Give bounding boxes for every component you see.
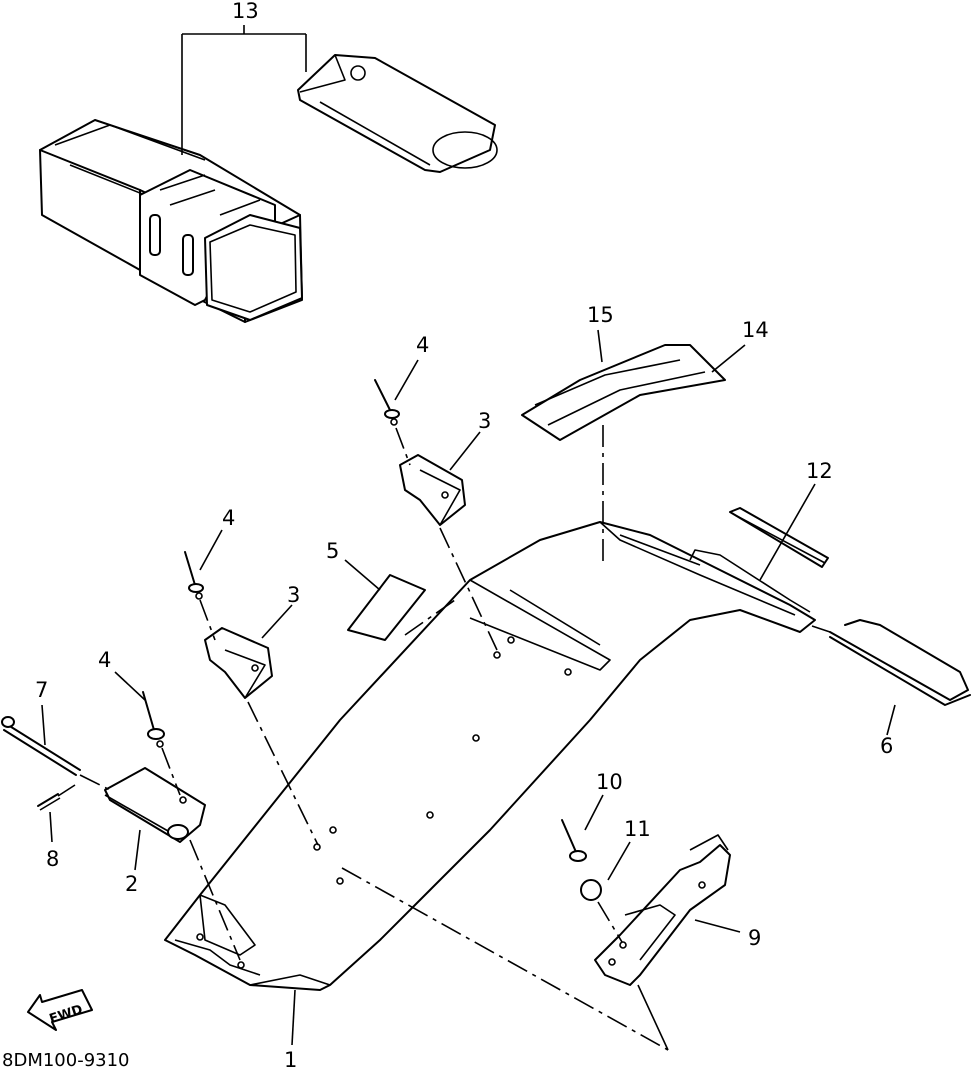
part-3-bracket-middle (204, 627, 273, 699)
callout-6: 6 (880, 704, 896, 758)
svg-text:10: 10 (596, 770, 623, 794)
svg-text:15: 15 (587, 303, 614, 327)
callout-1: 1 (284, 989, 297, 1072)
svg-text:6: 6 (880, 734, 893, 758)
svg-text:12: 12 (806, 459, 833, 483)
callout-4-upper: 4 (394, 333, 429, 401)
part-8-cotter-pin (37, 793, 61, 811)
part-2-hinge (104, 767, 206, 843)
callout-14: 14 (711, 318, 769, 373)
svg-text:4: 4 (98, 648, 111, 672)
part-11-nut (580, 879, 602, 901)
svg-text:14: 14 (742, 318, 769, 342)
callout-3-middle: 3 (261, 583, 300, 639)
svg-text:3: 3 (478, 409, 491, 433)
part-1-fender (164, 521, 816, 991)
callout-5: 5 (326, 539, 381, 591)
svg-text:8: 8 (46, 847, 59, 871)
part-14-15-decal (521, 344, 726, 441)
svg-text:11: 11 (624, 817, 651, 841)
callout-3-upper: 3 (449, 409, 491, 471)
svg-text:1: 1 (284, 1048, 297, 1072)
callout-9: 9 (694, 919, 761, 950)
callout-10: 10 (584, 770, 623, 831)
part-10-screw (561, 819, 587, 862)
part-13-cover (297, 54, 498, 173)
fwd-arrow-icon: FWD (27, 989, 93, 1031)
callout-2: 2 (125, 829, 141, 896)
callout-4-lower: 4 (98, 648, 146, 701)
svg-text:4: 4 (222, 506, 235, 530)
svg-text:2: 2 (125, 872, 138, 896)
callout-11: 11 (607, 817, 651, 881)
svg-text:7: 7 (35, 678, 48, 702)
part-6-handle (829, 619, 971, 706)
part-9-bracket (594, 834, 731, 986)
callout-13: 13 (181, 0, 307, 155)
callout-7: 7 (35, 678, 48, 746)
part-12-strip (729, 507, 829, 568)
part-3-bracket-upper (399, 454, 466, 526)
svg-text:3: 3 (287, 583, 300, 607)
svg-text:13: 13 (232, 0, 259, 23)
part-13-box (39, 119, 303, 323)
drawing-code: 8DM100-9310 (2, 1050, 130, 1071)
callout-12: 12 (759, 459, 833, 581)
svg-text:5: 5 (326, 539, 339, 563)
callout-8: 8 (46, 811, 59, 871)
part-5-label (347, 574, 426, 641)
part-4-rivet-upper (374, 379, 400, 426)
svg-text:9: 9 (748, 926, 761, 950)
callout-15: 15 (587, 303, 614, 363)
part-4-rivet-lower (142, 691, 165, 748)
part-4-rivet-middle (184, 551, 204, 600)
part-7-pin (1, 716, 81, 776)
svg-text:4: 4 (416, 333, 429, 357)
callout-4-middle: 4 (199, 506, 235, 571)
